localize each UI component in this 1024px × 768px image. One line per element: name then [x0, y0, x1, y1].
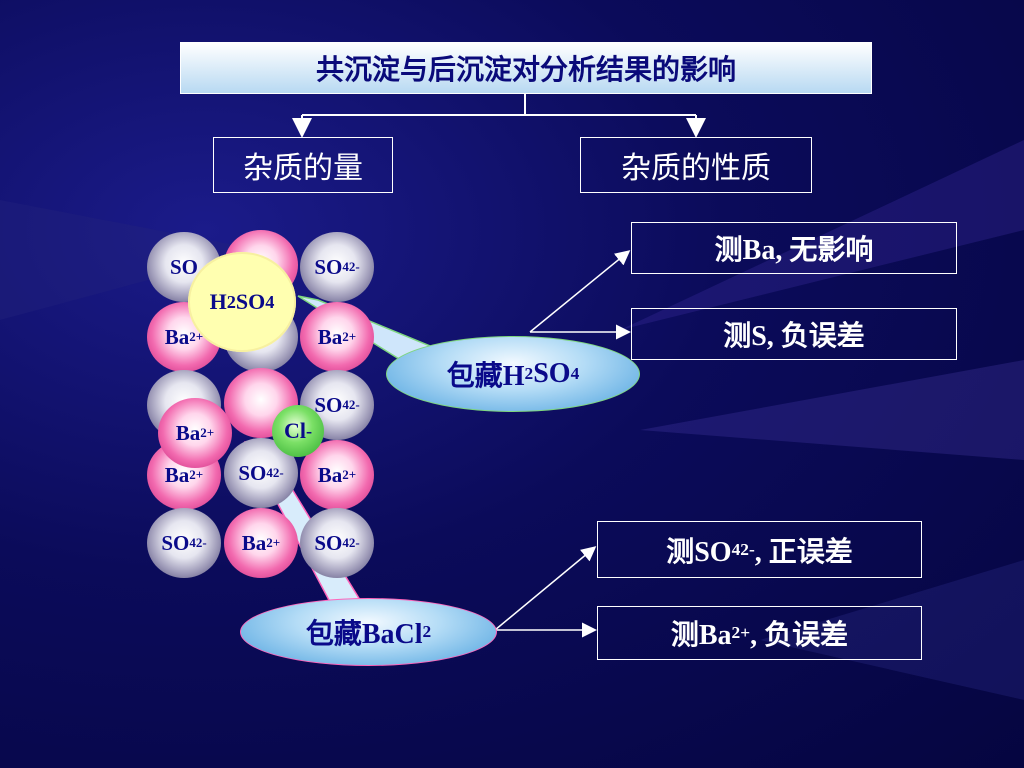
ion-sup: - — [305, 420, 313, 441]
page-title: 共沉淀与后沉淀对分析结果的影响 — [180, 42, 872, 94]
ion-text: SO — [238, 460, 267, 485]
label-pre: 包藏H — [446, 361, 525, 392]
result-text-pre: 测Ba — [670, 620, 732, 651]
chloride-ion: Cl- — [272, 405, 324, 457]
ion-text: Cl — [283, 418, 306, 443]
result-text-post: , 负误差 — [750, 620, 849, 651]
result-text-post: , 正误差 — [754, 536, 853, 568]
formula-sub: 2 — [226, 291, 236, 312]
ion-text: Ba — [175, 420, 201, 445]
ion-text: SO — [314, 530, 343, 555]
result-box-ba-no-effect: 测Ba, 无影响 — [631, 222, 957, 274]
formula-h: H — [209, 289, 227, 314]
result-text: 测S, 负误差 — [723, 321, 865, 352]
ion-text: SO — [161, 530, 190, 555]
ion-text: Ba — [317, 324, 343, 349]
ion-text: SO — [169, 254, 198, 279]
result-text: 测Ba, 无影响 — [714, 235, 874, 266]
ion-text: SO — [314, 392, 343, 417]
label-pre: 包藏BaCl — [305, 619, 423, 650]
ion-text: Ba — [164, 324, 190, 349]
label-mid: SO — [533, 358, 571, 389]
formula-sub: 4 — [265, 291, 275, 312]
ion-text: Ba — [317, 462, 343, 487]
result-text-pre: 测SO — [666, 536, 732, 568]
formula-so: SO — [235, 289, 266, 314]
ion-text: SO — [314, 254, 343, 279]
impurity-nature-box: 杂质的性质 — [580, 137, 812, 193]
result-box-s-negative: 测S, 负误差 — [631, 308, 957, 360]
impurity-amount-box: 杂质的量 — [213, 137, 393, 193]
ion-text: Ba — [241, 530, 267, 555]
